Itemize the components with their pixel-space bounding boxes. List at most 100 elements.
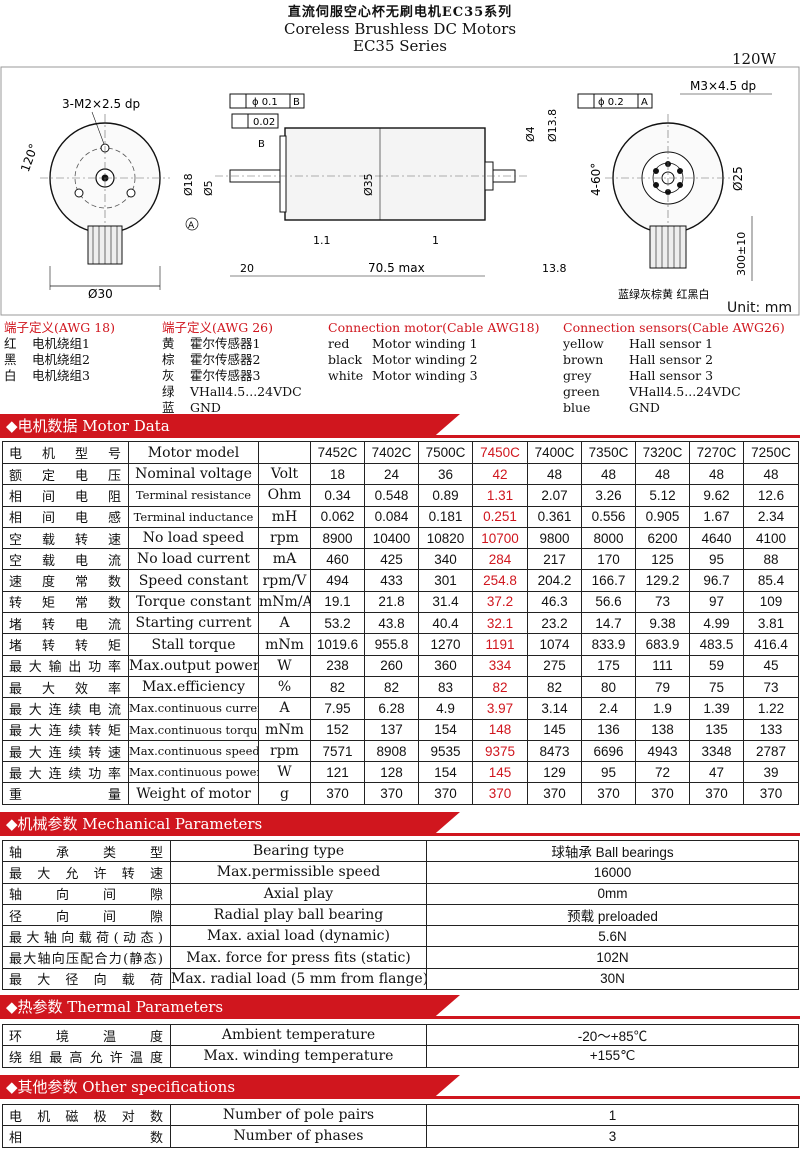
param-value: 31.4 (418, 590, 473, 614)
param-value: 14.7 (581, 612, 636, 635)
datum-a-label: A (188, 221, 195, 231)
param-value: 137 (364, 718, 419, 741)
param-value: 9535 (418, 739, 473, 763)
param-name-en: Radial play ball bearing (170, 903, 427, 927)
param-value: 370 (310, 782, 365, 805)
param-name-cn: 堵转转矩 (2, 633, 129, 656)
param-name-en: Speed constant (128, 569, 259, 592)
shaft1-dia: Ø18 (182, 173, 195, 196)
param-name-cn: 最大连续转速 (2, 739, 129, 763)
param-value: 0.905 (635, 505, 690, 528)
param-unit: rpm (258, 526, 311, 550)
param-value: 4.99 (689, 612, 744, 635)
param-value: 1074 (527, 633, 582, 656)
param-value: 204.2 (527, 569, 582, 592)
param-name-en: Max.continuous speed (128, 739, 259, 763)
param-name-cn: 额定电压 (2, 462, 129, 486)
param-name-cn: 电机型号 (2, 441, 129, 464)
param-value: 138 (635, 718, 690, 741)
param-value: 48 (743, 462, 799, 486)
param-name-cn: 最大输出功率 (2, 654, 129, 677)
param-name-cn: 速度常数 (2, 569, 129, 592)
model-header: 7270C (689, 441, 744, 464)
side-view: ϕ 0.1 B 0.02 B A Ø18 Ø5 Ø35 Ø4 Ø13.8 1.1… (182, 93, 567, 277)
param-name-en: Max. force for press fits (static) (170, 946, 427, 969)
len-1-1: 1.1 (313, 234, 331, 247)
param-value: 9.38 (635, 612, 690, 635)
rear-d13: Ø13.8 (546, 109, 559, 142)
model-header: 7452C (310, 441, 365, 464)
param-name-en: Max. axial load (dynamic) (170, 925, 427, 948)
param-value: 370 (581, 782, 636, 805)
param-name-en: Max.efficiency (128, 675, 259, 699)
motor-data-header: ◆电机数据 Motor Data (0, 414, 800, 438)
param-value: 85.4 (743, 569, 799, 592)
param-name-en: Number of phases (170, 1125, 427, 1148)
param-value: 154 (418, 761, 473, 784)
param-value: 46.3 (527, 590, 582, 614)
terminal-definitions: 端子定义(AWG 18) 红电机绕组1 黑电机绕组2 白电机绕组3 端子定义(A… (0, 320, 800, 415)
param-value: 82 (310, 675, 365, 699)
param-name-en: Terminal resistance (128, 484, 259, 507)
front-diameter: Ø30 (88, 287, 113, 301)
param-value: 170 (581, 548, 636, 571)
param-name-cn: 空载转速 (2, 526, 129, 550)
param-name-cn: 堵转电流 (2, 612, 129, 635)
param-value: 37.2 (472, 590, 528, 614)
param-name-en: Max.continuous current (128, 697, 259, 720)
len-total: 70.5 max (368, 261, 425, 275)
front-pcd (74, 147, 136, 209)
param-value: 球轴承 Ball bearings (426, 839, 799, 863)
motor-terminals-cn: 端子定义(AWG 18) 红电机绕组1 黑电机绕组2 白电机绕组3 (4, 320, 115, 383)
param-value: 82 (472, 675, 528, 699)
param-value: 433 (364, 569, 419, 592)
param-unit: Volt (258, 462, 311, 486)
param-value: 3 (426, 1125, 799, 1148)
param-name-cn: 相数 (2, 1125, 171, 1148)
param-value: 109 (743, 590, 799, 614)
param-value: 370 (418, 782, 473, 805)
param-value: 135 (689, 718, 744, 741)
model-header: 7400C (527, 441, 582, 464)
param-value: 21.8 (364, 590, 419, 614)
param-value: 8000 (581, 526, 636, 550)
param-name-cn: 轴向间隙 (2, 882, 171, 905)
param-value: 2.4 (581, 697, 636, 720)
front-hole-2 (126, 188, 136, 198)
mechanical-title: ◆机械参数 Mechanical Parameters (0, 812, 460, 836)
param-unit (258, 441, 311, 464)
technical-drawing: Ø30 3-M2×2.5 dp 120° ϕ 0.1 B 0.02 B A Ø1… (0, 66, 800, 316)
param-unit: Ohm (258, 484, 311, 507)
param-value: 370 (689, 782, 744, 805)
param-name-en: Ambient temperature (170, 1023, 427, 1047)
param-name-cn: 轴承类型 (2, 839, 171, 863)
param-value: 145 (527, 718, 582, 741)
param-value: 238 (310, 654, 365, 677)
param-value: -20～+85℃ (426, 1023, 799, 1047)
param-value: 3.14 (527, 697, 582, 720)
param-value: 82 (527, 675, 582, 699)
position-tolerance: ϕ 0.2 (598, 97, 624, 108)
param-name-cn: 最大连续电流 (2, 697, 129, 720)
flatness-value: 0.02 (253, 117, 275, 128)
param-value: 128 (364, 761, 419, 784)
position-datum: A (641, 97, 648, 108)
param-name-en: Torque constant (128, 590, 259, 614)
param-value: 88 (743, 548, 799, 571)
param-value: 10700 (472, 526, 528, 550)
param-value: 16000 (426, 861, 799, 884)
param-name-en: Max.continuous power (128, 761, 259, 784)
param-value: 5.6N (426, 925, 799, 948)
model-header: 7320C (635, 441, 690, 464)
param-value: 129.2 (635, 569, 690, 592)
param-value: 217 (527, 548, 582, 571)
model-header: 7350C (581, 441, 636, 464)
param-value: 166.7 (581, 569, 636, 592)
